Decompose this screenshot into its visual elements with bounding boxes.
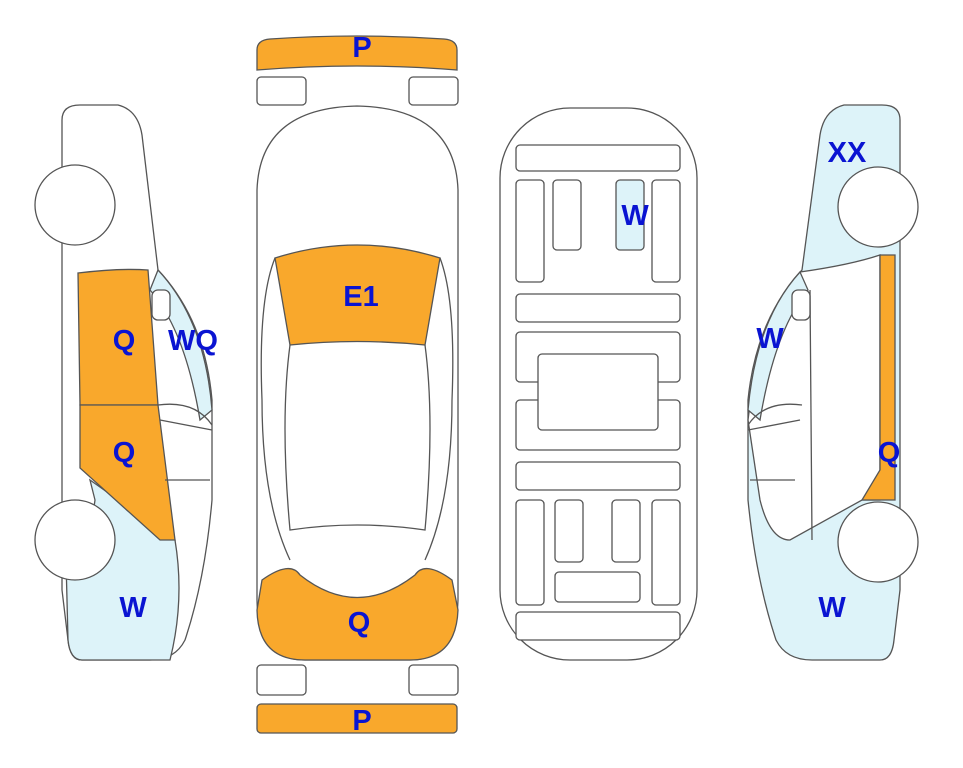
left-front-wheel [34,164,116,246]
top-view: P E1 Q P [256,32,459,737]
label-left-front-door: Q [113,325,136,357]
label-windshield: E1 [343,281,378,313]
headlight-left [256,76,307,106]
right-front-wheel [837,166,919,248]
left-rear-wheel [34,499,116,581]
headlight-right [408,76,459,106]
taillight-right [408,664,459,696]
taillight-left [256,664,307,696]
rear-bumper-part[interactable] [256,703,458,734]
left-front-door-part[interactable] [77,268,159,406]
rear-top-part[interactable] [256,568,459,661]
left-rear-door-part[interactable] [79,404,176,541]
label-rear-bumper: P [352,705,371,737]
right-pillar-part[interactable] [860,254,896,501]
label-left-rear-door: Q [113,437,136,469]
underbody-view: W [499,107,698,661]
label-left-window: WQ [168,325,218,357]
label-front-bumper: P [352,32,371,64]
label-underbody: W [621,200,649,232]
right-rear-wheel [837,501,919,583]
label-left-rear-fender: W [119,592,147,624]
right-side-view: XX W Q W [747,104,919,661]
label-rear-top: Q [348,607,371,639]
label-right-pillar: Q [878,437,901,469]
front-bumper-part[interactable] [256,35,458,71]
label-right-window: W [756,323,784,355]
label-right-front-fender: XX [828,137,867,169]
underbody-damage-part[interactable] [615,179,645,251]
left-side-view: Q WQ Q W [34,104,218,661]
label-right-rear-fender: W [818,592,846,624]
